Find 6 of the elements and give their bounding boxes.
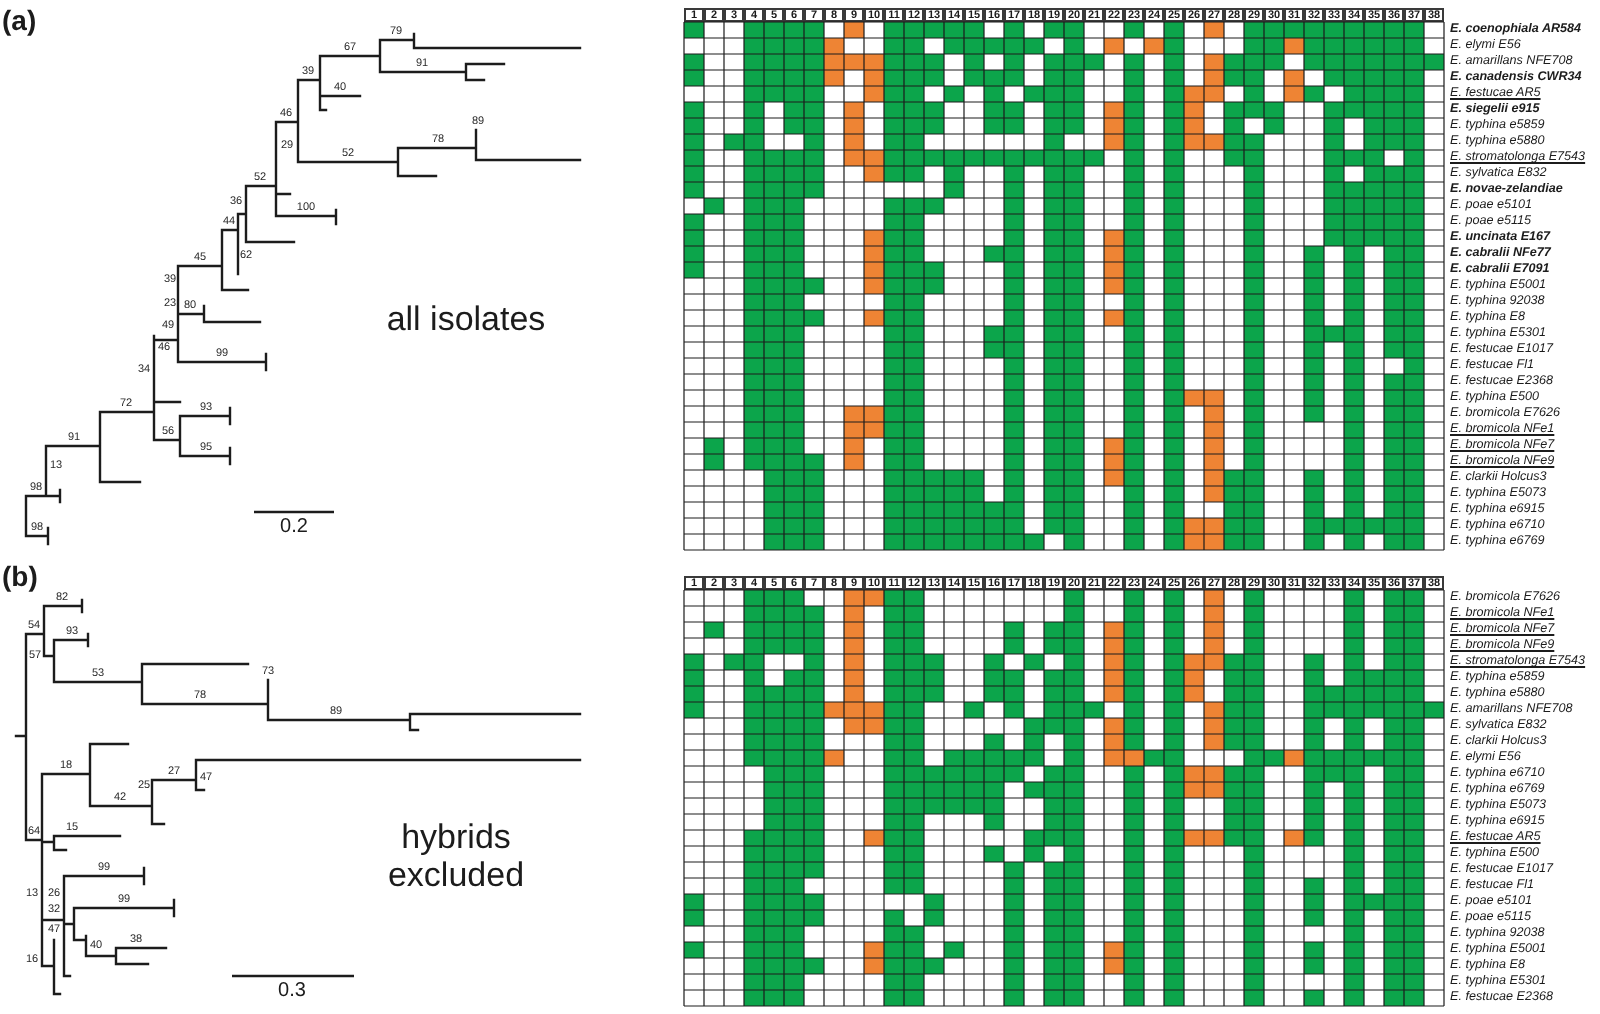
scale-value: 0.3 — [278, 980, 306, 1002]
panel-label: (a) — [2, 6, 37, 36]
panel-title: all isolates — [384, 300, 548, 338]
scale-value: 0.2 — [280, 516, 308, 538]
panel-title: hybrids excluded — [385, 818, 527, 894]
panel-label: (b) — [2, 562, 38, 592]
